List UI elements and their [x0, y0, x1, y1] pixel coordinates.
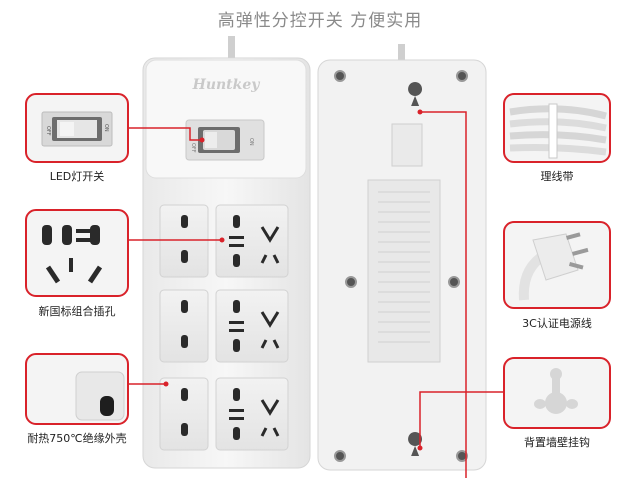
back-cable [398, 44, 405, 64]
socket-combo-2 [215, 289, 289, 363]
socket-two-pin-2 [159, 289, 209, 363]
power-strip-front: Huntkey OFF ON [142, 36, 311, 469]
socket-two-pin-1 [159, 204, 209, 278]
switch-closeup: OFF ON [25, 93, 129, 163]
back-sticker [391, 123, 423, 167]
power-strip-back [317, 44, 487, 471]
label-cable-tie: 理线带 [540, 170, 574, 183]
socket-two-pin-3 [159, 377, 209, 451]
closeup-on-mark: ON [103, 124, 109, 132]
label-shell: 耐热750℃绝缘外壳 [27, 432, 127, 445]
socket-combo-1 [215, 204, 289, 278]
callout-lines [128, 111, 504, 478]
back-label-panel [367, 179, 441, 363]
rocker-switch-icon: OFF ON [185, 119, 265, 161]
front-cable [228, 36, 235, 62]
closeup-off-mark: OFF [45, 126, 51, 136]
socket-grid [159, 204, 289, 451]
wall-hook-closeup [503, 357, 611, 429]
switch-on-mark: ON [248, 138, 254, 146]
label-power-cable: 3C认证电源线 [522, 317, 592, 330]
power-plug-closeup [503, 221, 611, 309]
label-led-switch: LED灯开关 [49, 170, 105, 183]
shell-closeup [25, 353, 129, 425]
brand-logo: Huntkey [192, 77, 261, 93]
back-hook-slots [408, 82, 423, 456]
label-sockets: 新国标组合插孔 [38, 305, 116, 318]
switch-off-mark: OFF [190, 143, 196, 153]
label-wall-mount: 背置墙壁挂钩 [524, 436, 590, 449]
headline: 高弹性分控开关 方便实用 [217, 11, 423, 31]
socket-closeup [25, 209, 129, 297]
socket-combo-3 [215, 377, 289, 451]
cable-tie-closeup [503, 93, 611, 163]
